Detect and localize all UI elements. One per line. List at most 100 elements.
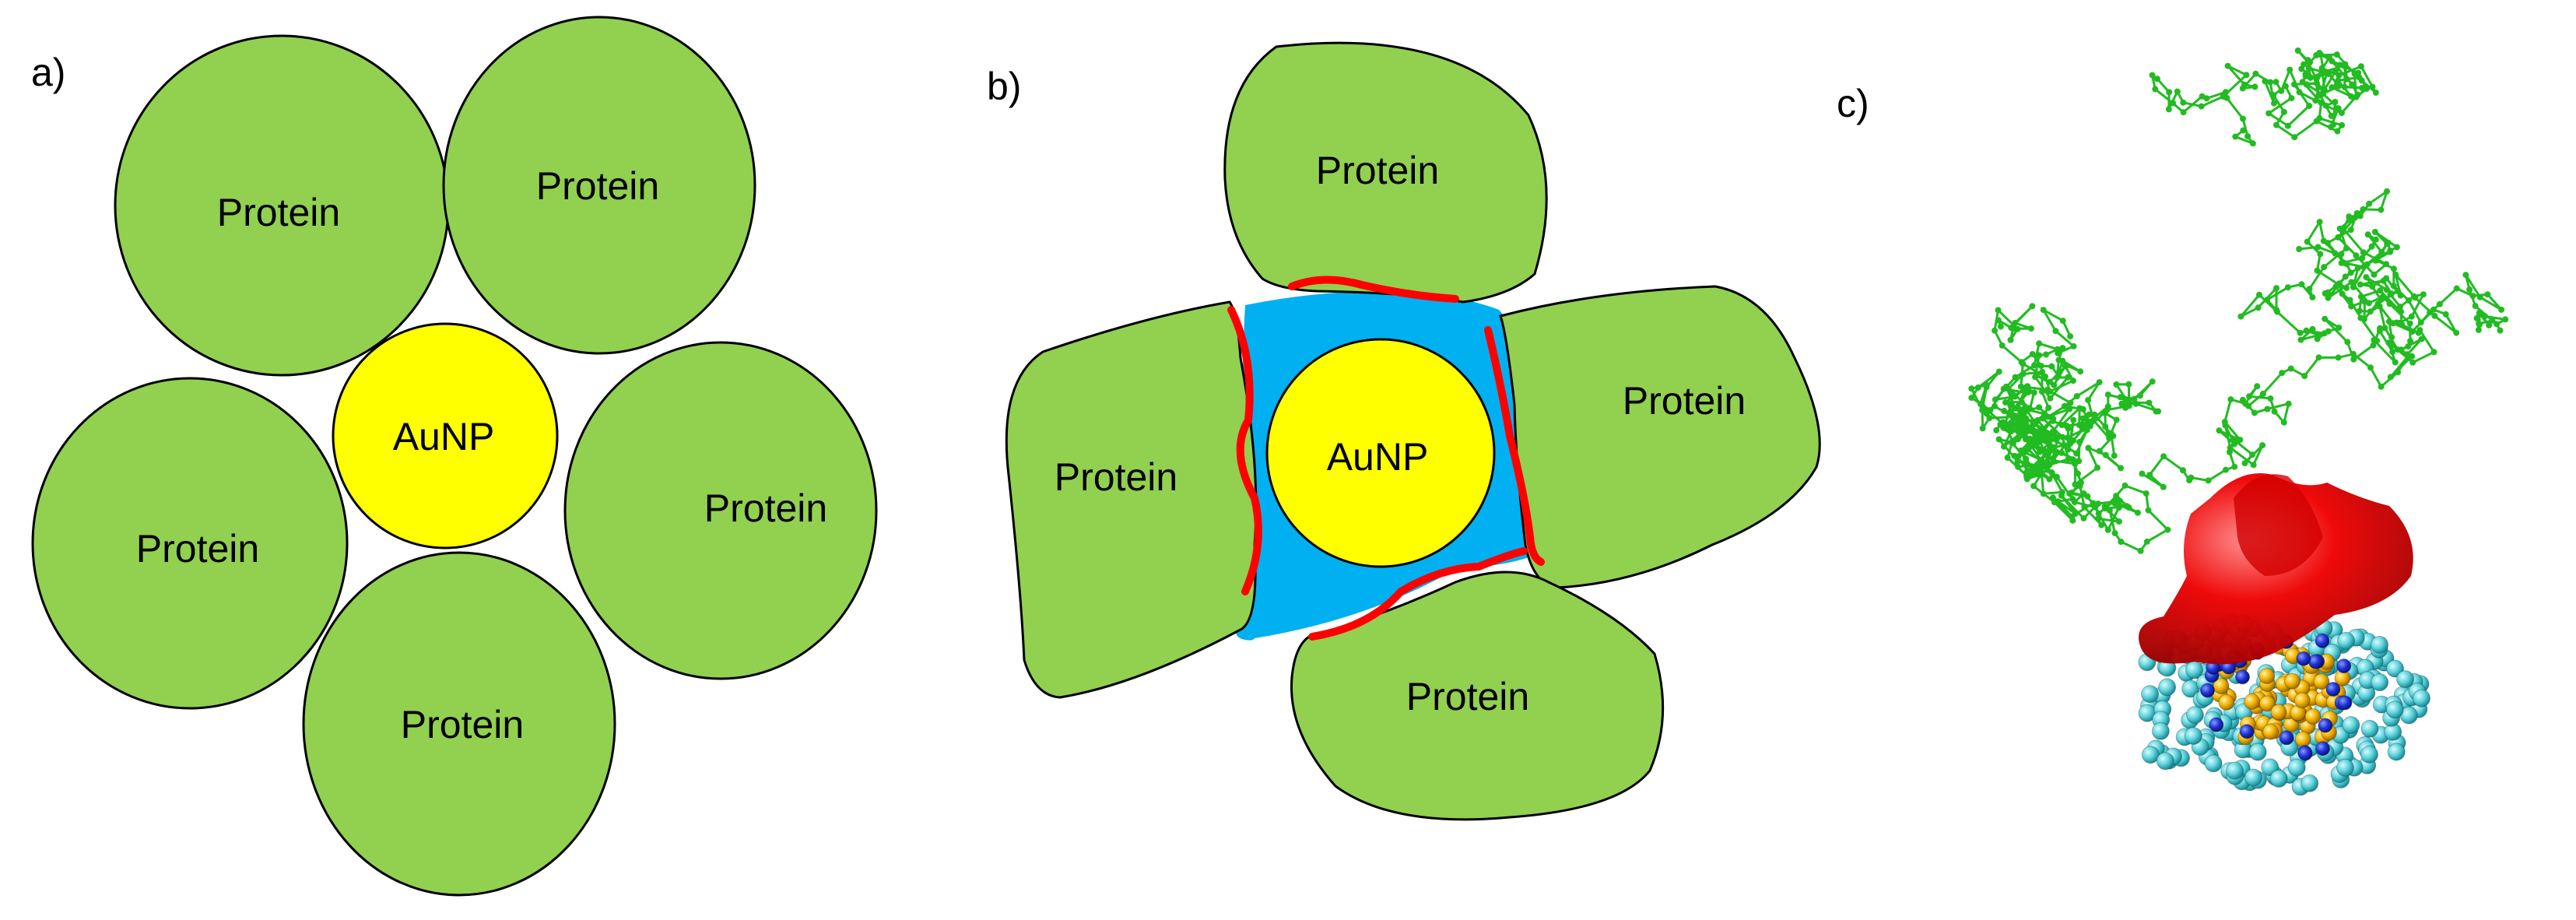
backbone-atom	[2497, 327, 2504, 334]
backbone-atom	[2059, 357, 2066, 364]
backbone-atom	[2321, 264, 2328, 271]
backbone-atom	[2364, 86, 2370, 93]
backbone-atom	[2043, 351, 2050, 358]
backbone-atom	[1997, 323, 2004, 330]
backbone-atom	[2098, 521, 2105, 528]
backbone-atom	[2062, 363, 2069, 370]
backbone-atom	[2164, 526, 2171, 533]
backbone-atom	[2334, 128, 2341, 135]
backbone-atom	[2096, 448, 2103, 455]
nitrogen-atom	[2318, 718, 2333, 733]
gold-atom	[2270, 704, 2287, 721]
backbone-atom	[2384, 188, 2390, 195]
backbone-atom	[2199, 93, 2206, 100]
backbone-atom	[2055, 498, 2062, 505]
ligand-atom	[2156, 752, 2174, 771]
backbone-atom	[2259, 442, 2266, 449]
backbone-atom	[2146, 472, 2153, 479]
backbone-atom	[2076, 405, 2083, 412]
backbone-atom	[2312, 97, 2319, 104]
backbone-atom	[2388, 290, 2395, 297]
backbone-atom	[2417, 319, 2424, 326]
backbone-atom	[2351, 70, 2358, 77]
backbone-atom	[2039, 368, 2046, 375]
backbone-atom	[2278, 87, 2285, 94]
backbone-atom	[2037, 363, 2044, 370]
backbone-atom	[2347, 226, 2354, 234]
backbone-atom	[2380, 277, 2387, 284]
backbone-atom	[2139, 470, 2146, 477]
backbone-atom	[2284, 284, 2291, 291]
backbone-atom	[2390, 265, 2397, 272]
backbone-atom	[2243, 72, 2250, 79]
backbone-atom	[2389, 349, 2396, 355]
backbone-atom	[2317, 251, 2324, 258]
backbone-atom	[2350, 356, 2357, 363]
backbone-atom	[2160, 483, 2167, 490]
backbone-atom	[2049, 430, 2056, 437]
backbone-atom	[2223, 466, 2229, 473]
backbone-atom	[2371, 229, 2378, 235]
backbone-atom	[2180, 109, 2187, 116]
ligand-atom	[2226, 761, 2244, 780]
backbone-atom	[2251, 83, 2258, 90]
ligand-atom	[2337, 631, 2356, 650]
backbone-atom	[2007, 336, 2014, 343]
backbone-atom	[2036, 340, 2043, 347]
gold-atom	[2304, 708, 2322, 725]
backbone-atom	[2231, 463, 2238, 470]
backbone-atom	[2265, 110, 2272, 117]
panel-c: c)	[1837, 47, 2509, 796]
backbone-atom	[2076, 458, 2083, 465]
backbone-atom	[2335, 234, 2342, 241]
backbone-atom	[2409, 359, 2416, 366]
ligand-atom	[2204, 754, 2223, 773]
backbone-atom	[2273, 121, 2279, 128]
panel-b: b) Protein Protein Protein Protein	[987, 41, 1821, 821]
ligand-atom	[2158, 678, 2177, 697]
backbone-atom	[2073, 393, 2080, 399]
backbone-atom	[2376, 328, 2383, 335]
backbone-atom	[2083, 427, 2090, 434]
backbone-atom	[2152, 86, 2159, 93]
backbone-atom	[2188, 474, 2195, 481]
backbone-atom	[2328, 112, 2335, 119]
nitrogen-atom	[2296, 651, 2311, 666]
nitrogen-atom	[2315, 633, 2330, 648]
backbone-atom	[2028, 442, 2035, 449]
backbone-atom	[2285, 400, 2292, 407]
nitrogen-atom	[2325, 682, 2341, 697]
backbone-atom	[2015, 453, 2022, 460]
backbone-atom	[2143, 538, 2150, 545]
backbone-atom	[2303, 327, 2310, 334]
backbone-atom	[2352, 214, 2358, 221]
backbone-atom	[2246, 393, 2253, 400]
backbone-atom	[2113, 381, 2120, 388]
backbone-atom	[2020, 360, 2027, 367]
backbone-atom	[2029, 303, 2036, 310]
backbone-atom	[2335, 354, 2342, 361]
backbone-atom	[2086, 411, 2093, 418]
backbone-atom	[2104, 526, 2111, 533]
backbone-atom	[2011, 421, 2018, 428]
backbone-atom	[2075, 470, 2081, 477]
backbone-atom	[2069, 513, 2076, 520]
backbone-atom	[2076, 438, 2083, 445]
backbone-atom	[2313, 118, 2320, 125]
backbone-atom	[2086, 420, 2093, 427]
backbone-atom	[2014, 458, 2021, 465]
backbone-atom	[2354, 265, 2361, 272]
protein-label: Protein	[1055, 455, 1177, 499]
backbone-atom	[2022, 389, 2029, 396]
backbone-atom	[2360, 205, 2367, 212]
ligand-atom	[2269, 769, 2288, 788]
backbone-atom	[2034, 433, 2041, 440]
backbone-atom	[2288, 95, 2295, 102]
backbone-atom	[2371, 337, 2378, 343]
ligand-atom	[2342, 716, 2360, 734]
nitrogen-atom	[2297, 746, 2313, 761]
backbone-atom	[2115, 504, 2122, 511]
backbone-atom	[2383, 286, 2390, 293]
backbone-atom	[2273, 285, 2279, 292]
backbone-atom	[1983, 381, 1990, 388]
